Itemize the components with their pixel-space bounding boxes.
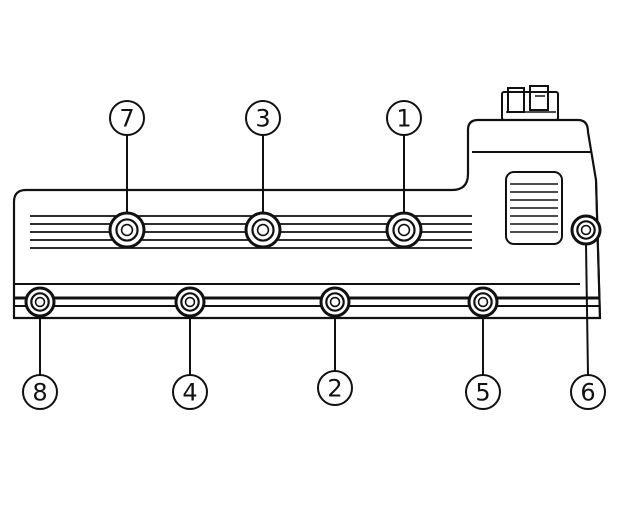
bolt-center (329, 296, 341, 308)
bolts-layer: 7 3 1 8 4 2 5 6 (22, 100, 606, 410)
bolt-7: 7 (108, 100, 146, 249)
callout-circle (570, 374, 606, 410)
callout-number: 2 (327, 375, 342, 403)
callout-circle (22, 374, 58, 410)
callout-number: 8 (32, 379, 47, 407)
bolt-6: 6 (570, 214, 606, 410)
bolt-center (477, 296, 489, 308)
bolt-2: 2 (317, 286, 353, 406)
callout-circle (317, 370, 353, 406)
bolt-center (397, 223, 411, 237)
oil-filler-cap (501, 85, 559, 121)
bolt-washer (473, 292, 493, 312)
callout-number: 1 (396, 105, 411, 133)
bolt-washer (325, 292, 345, 312)
bolt-head (319, 286, 351, 318)
bolt-center (34, 296, 46, 308)
bolt-washer (251, 218, 275, 242)
bolt-head (174, 286, 206, 318)
bolt-1: 1 (385, 100, 423, 249)
bolt-washer (30, 292, 50, 312)
callout-circle (245, 100, 281, 136)
bolt-center (256, 223, 270, 237)
bolt-washer (115, 218, 139, 242)
leader-line (585, 243, 589, 376)
bolt-center (580, 224, 592, 236)
callout-number: 7 (119, 105, 134, 133)
bolt-head (244, 211, 282, 249)
bolt-head (385, 211, 423, 249)
bolt-center (120, 223, 134, 237)
callout-circle (109, 100, 145, 136)
bolt-washer (392, 218, 416, 242)
bolt-head (108, 211, 146, 249)
bolt-8: 8 (22, 286, 58, 410)
breather-grille (505, 171, 563, 245)
callout-number: 6 (580, 379, 595, 407)
bolt-head (24, 286, 56, 318)
bolt-5: 5 (465, 286, 501, 410)
callout-circle (465, 374, 501, 410)
bolt-4: 4 (172, 286, 208, 410)
bolt-washer (180, 292, 200, 312)
bolt-3: 3 (244, 100, 282, 249)
bolt-head (467, 286, 499, 318)
bolt-center (184, 296, 196, 308)
callout-number: 3 (255, 105, 270, 133)
callout-circle (172, 374, 208, 410)
cover-flange (14, 179, 601, 319)
callout-circle (386, 100, 422, 136)
valve-cover-outline (12, 118, 602, 320)
bolt-head (570, 214, 602, 246)
callout-number: 5 (475, 379, 490, 407)
callout-number: 4 (182, 379, 197, 407)
bolt-washer (576, 220, 596, 240)
